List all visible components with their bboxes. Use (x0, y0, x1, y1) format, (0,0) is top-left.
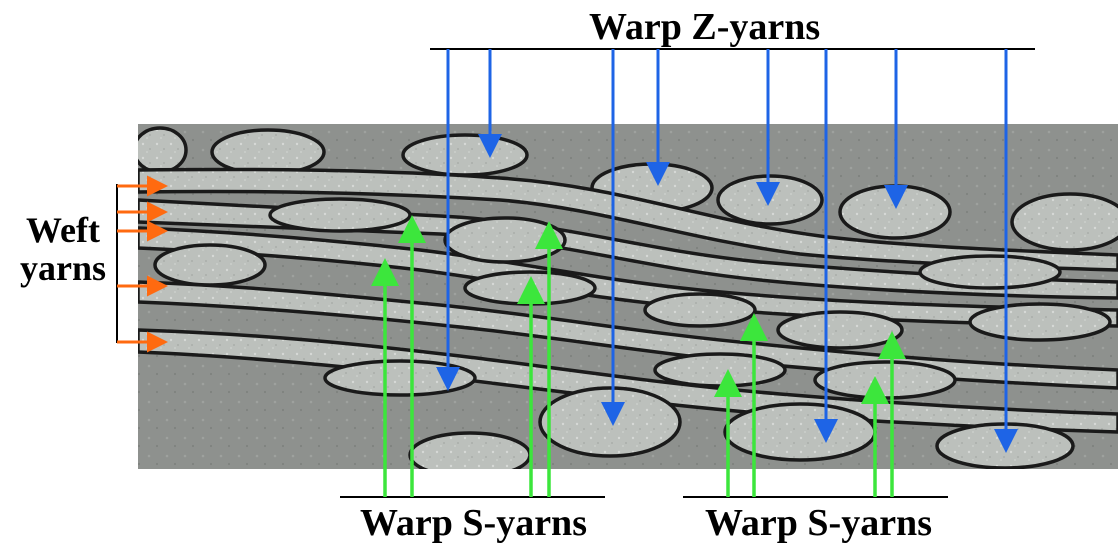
warp-s-yarns-label-right: Warp S-yarns (705, 504, 932, 542)
weft-yarns-label: Weft yarns (14, 212, 112, 288)
warp-z-yarns-label: Warp Z-yarns (589, 8, 820, 46)
warp-s-yarns-label-left: Warp S-yarns (360, 504, 587, 542)
weft-label-line1: Weft (14, 212, 112, 250)
weft-label-line2: yarns (14, 250, 112, 288)
